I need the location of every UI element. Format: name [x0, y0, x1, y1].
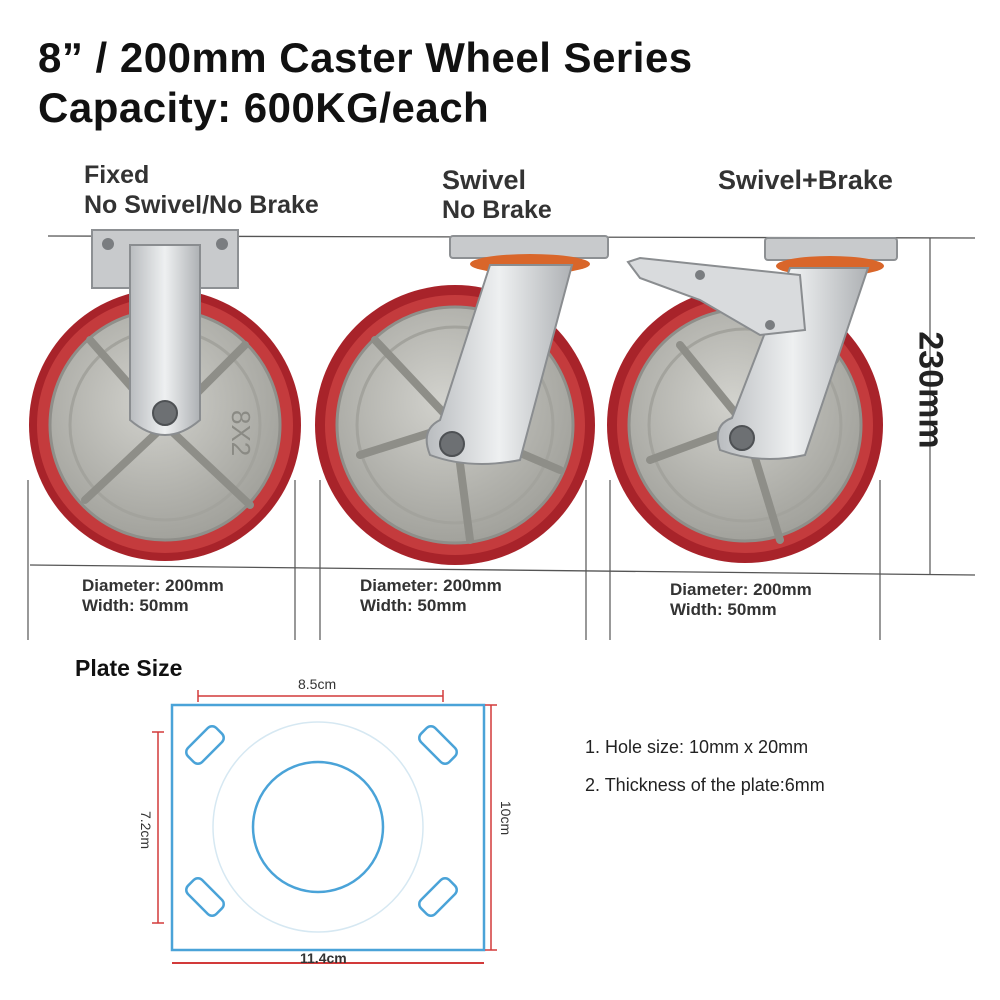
- width-dimension-line: [172, 962, 484, 964]
- dim-hole-spacing-y-wrap: 7.2cm: [116, 811, 176, 849]
- note-plate-thickness: 2. Thickness of the plate:6mm: [585, 775, 825, 795]
- plate-size-title: Plate Size: [75, 655, 183, 681]
- dim-hole-spacing-y: 7.2cm: [138, 810, 154, 850]
- height-dimension: 230mm: [880, 331, 980, 448]
- dim-hole-spacing-x: 8.5cm: [298, 676, 337, 692]
- plate-outline: [170, 703, 486, 952]
- dim-plate-height: 10cm: [498, 800, 514, 836]
- variant-fixed-desc: No Swivel/No Brake: [84, 191, 319, 219]
- caster-wheels-illustration: 8X2: [27, 229, 976, 640]
- plate-diagram: [152, 690, 497, 952]
- spec-swivel-brake-diameter: Diameter: 200mm: [670, 580, 812, 599]
- hole-bottom-left: [185, 877, 225, 917]
- spec-swivel: Diameter: 200mm Width: 50mm: [360, 576, 502, 616]
- spec-fixed-diameter: Diameter: 200mm: [82, 576, 224, 595]
- variant-swivel-brake-label: Swivel+Brake: [718, 165, 893, 195]
- center-circle: [251, 760, 385, 894]
- spec-swivel-width: Width: 50mm: [360, 596, 467, 615]
- spec-fixed: Diameter: 200mm Width: 50mm: [82, 576, 224, 616]
- page-title: 8” / 200mm Caster Wheel Series: [38, 34, 693, 81]
- spec-swivel-brake-width: Width: 50mm: [670, 600, 777, 619]
- hole-top-left: [185, 725, 225, 765]
- variant-swivel-label: Swivel No Brake: [442, 165, 552, 225]
- variant-fixed-label: Fixed No Swivel/No Brake: [84, 160, 319, 220]
- note-hole-size: 1. Hole size: 10mm x 20mm: [585, 737, 809, 757]
- bottom-guide-line: [29, 564, 976, 576]
- spec-fixed-width: Width: 50mm: [82, 596, 189, 615]
- dim-plate-height-wrap: 10cm: [476, 801, 536, 835]
- capacity-subtitle: Capacity: 600KG/each: [38, 84, 490, 131]
- spec-swivel-brake: Diameter: 200mm Width: 50mm: [670, 580, 812, 620]
- hole-top-right: [418, 725, 458, 765]
- dim-plate-width: 11.4cm: [300, 950, 347, 966]
- variant-swivel-desc: No Brake: [442, 196, 552, 224]
- hole-bottom-right: [418, 877, 458, 917]
- variant-swivel-type: Swivel: [442, 165, 527, 195]
- swivel-brake-caster-wheel: [607, 237, 898, 563]
- spec-swivel-diameter: Diameter: 200mm: [360, 576, 502, 595]
- fixed-caster-wheel: 8X2: [29, 229, 301, 561]
- swivel-caster-wheel: [315, 235, 609, 565]
- height-dimension-label: 230mm: [911, 331, 950, 449]
- variant-fixed-type: Fixed: [84, 161, 150, 189]
- wheel-marking: 8X2: [226, 410, 256, 456]
- variant-swivel-brake-type: Swivel+Brake: [718, 165, 893, 195]
